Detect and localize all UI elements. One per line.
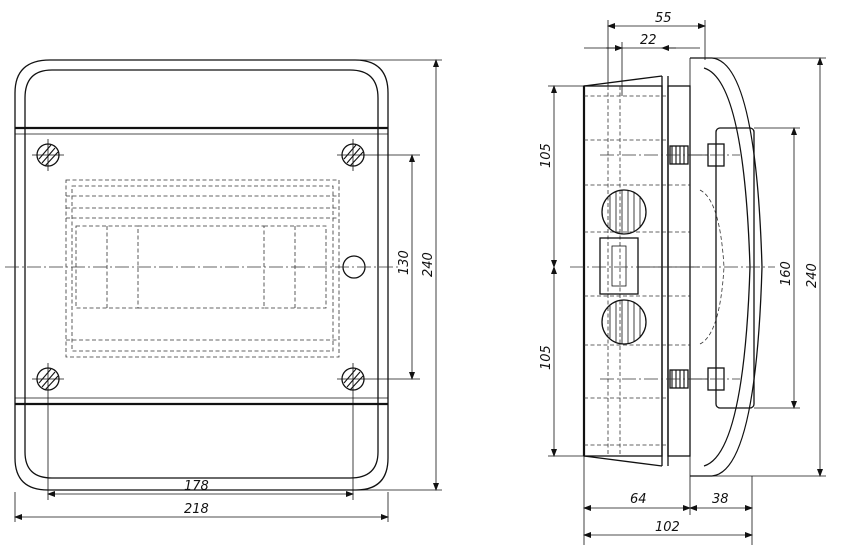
dim-upper-half: 105 [539,85,584,268]
dim-240-label: 240 [421,252,436,277]
dim-depth-front: 55 [607,11,706,86]
dim-width-outer: 218 [14,492,389,522]
dim-22-label: 22 [640,33,657,48]
screw-top-right [337,139,420,171]
dim-130-label: 130 [397,250,412,275]
dim-lower-half: 105 [539,266,584,457]
dim-height-total: 240 [360,59,442,491]
dim-105-lower-label: 105 [539,345,554,370]
door-window-profile [715,127,755,409]
dim-64-label: 64 [630,492,647,507]
dim-height-mount: 130 [397,154,415,380]
dim-240-side-label: 240 [805,263,820,288]
side-top-slope [583,75,663,87]
dim-side-height-total: 240 [712,57,826,477]
dim-depth-inner: 22 [584,33,700,96]
front-view: 178 218 130 240 [5,59,442,522]
knockout-upper [601,189,647,235]
dim-depth-total: 102 [583,520,753,538]
dim-105-upper-label: 105 [539,143,554,168]
knockout-lower [601,299,647,345]
side-view: 55 22 105 105 160 [539,11,826,545]
dim-depth-body: 64 [583,456,691,545]
front-outer-contour [14,59,389,491]
screw-bottom-left [32,363,64,395]
dim-door-height: 160 [754,127,800,409]
din-rail-clip [611,245,627,287]
window-outline-inner-hidden [71,185,334,352]
side-frame [667,85,691,457]
door-outer-contour [690,57,763,477]
window-outline-hidden [65,179,340,358]
din-rail [599,237,639,295]
door-hidden-profile [699,189,725,345]
dim-160-label: 160 [779,261,794,286]
side-body-outline [583,85,663,457]
side-bottom-slope [583,455,663,467]
dim-218-label: 218 [184,502,209,517]
dim-55-label: 55 [655,11,672,26]
screw-top-left [32,139,64,171]
dim-width-inner: 178 [47,395,354,500]
dim-38-label: 38 [712,492,729,507]
dim-102-label: 102 [655,520,680,535]
front-inner-rim [24,69,379,479]
screw-bottom-right [337,363,420,395]
dim-178-label: 178 [184,479,209,494]
